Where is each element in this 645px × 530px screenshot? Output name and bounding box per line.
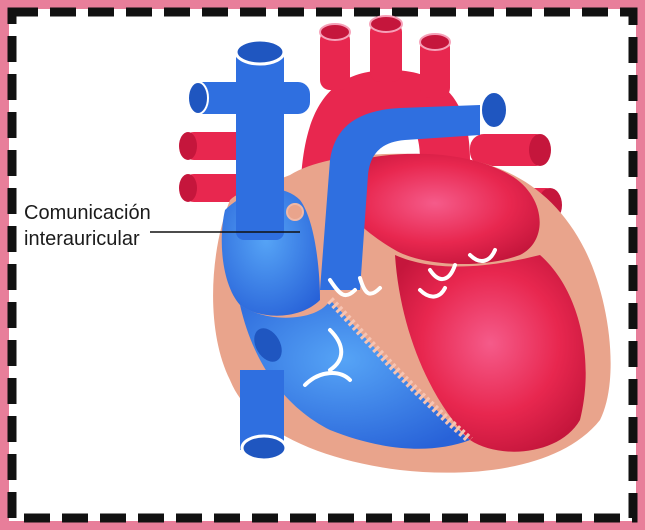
superior-vena-cava [236, 40, 284, 240]
annotation-label: Comunicación interauricular [24, 200, 151, 252]
atrial-septal-defect [287, 204, 303, 220]
annotation-line-2: interauricular [24, 226, 151, 252]
pulmonary-artery-left [188, 82, 310, 114]
inferior-vena-cava [240, 370, 286, 460]
annotation-line-1: Comunicación [24, 200, 151, 226]
